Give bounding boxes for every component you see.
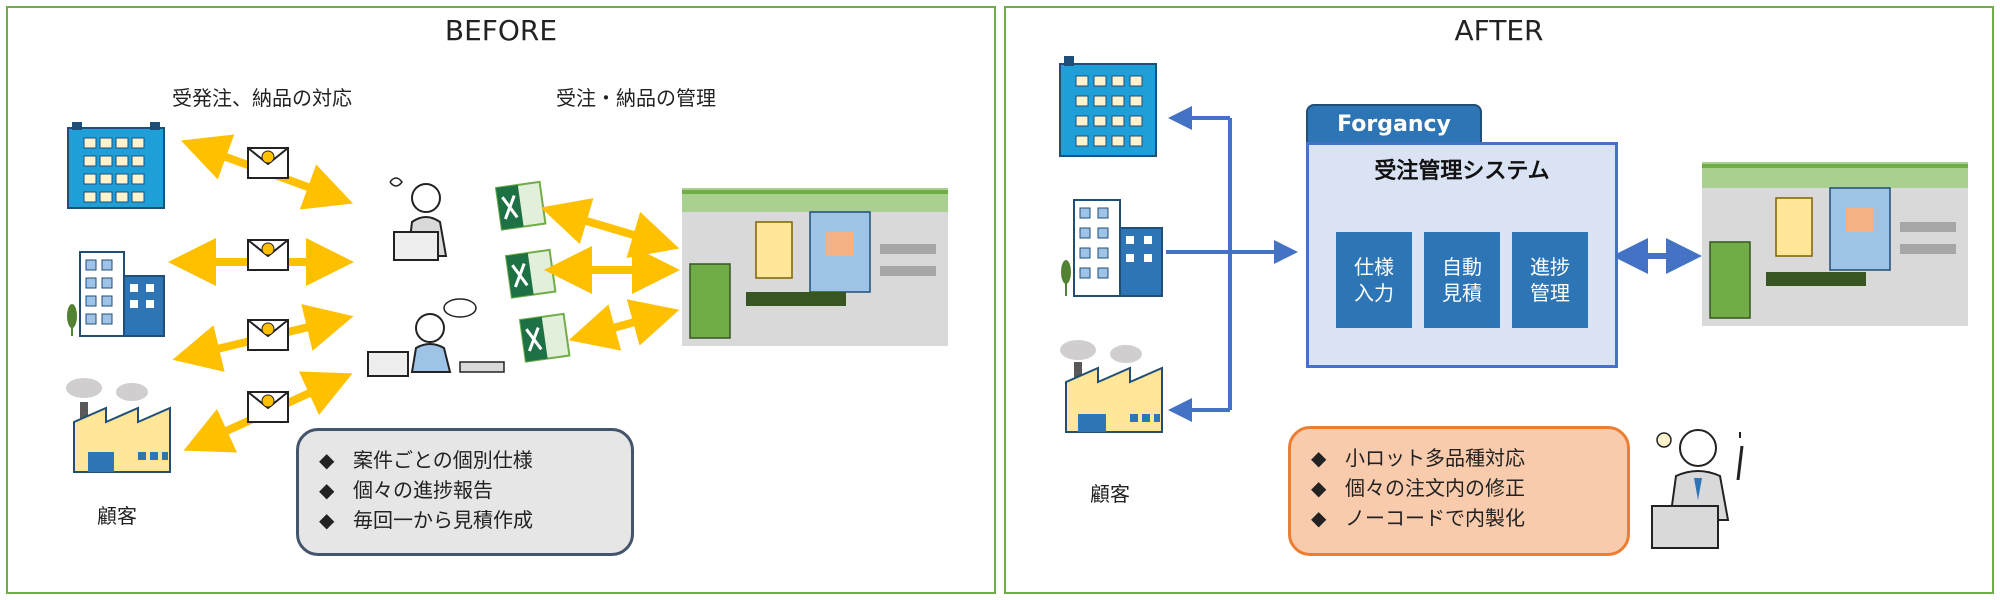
factory-side-label: 受注・納品の管理 — [556, 86, 716, 110]
before-customer-label: 顧客 — [97, 504, 137, 528]
email-icon — [247, 239, 289, 271]
before-title: BEFORE — [444, 14, 558, 47]
excel-icon — [504, 248, 557, 299]
after-title: AFTER — [1454, 14, 1544, 47]
office-tower-icon — [67, 122, 165, 209]
email-icon — [247, 391, 289, 423]
factory-icon — [66, 378, 171, 473]
factory-exchange-arrows — [540, 198, 680, 351]
benefit-item: ◆ノーコードで内製化 — [1311, 503, 1607, 533]
factory-floor-image — [1702, 162, 1968, 326]
module-spec-input: 仕様 入力 — [1336, 232, 1412, 328]
customer-side-label: 受発注、納品の対応 — [172, 86, 352, 110]
system-connector-arrows — [1166, 106, 1702, 422]
module-progress-management: 進捗 管理 — [1512, 232, 1588, 328]
issue-item: ◆毎回一から見積作成 — [319, 505, 611, 535]
product-tab: Forgancy — [1306, 104, 1482, 144]
office-tower-icon — [1059, 56, 1157, 157]
office-building-icon — [1061, 199, 1163, 297]
bullet-icon: ◆ — [1311, 446, 1327, 470]
worried-worker-icon — [389, 177, 448, 261]
factory-icon — [1060, 340, 1163, 433]
benefit-item: ◆個々の注文内の修正 — [1311, 473, 1607, 503]
office-building-icon — [67, 251, 165, 337]
worried-worker-icon — [367, 298, 505, 377]
excel-icon — [518, 312, 571, 363]
bullet-icon: ◆ — [319, 508, 335, 532]
module-auto-estimate: 自動 見積 — [1424, 232, 1500, 328]
bullet-icon: ◆ — [319, 448, 335, 472]
issue-item: ◆個々の進捗報告 — [319, 475, 611, 505]
excel-icon — [494, 180, 547, 231]
issues-box: ◆案件ごとの個別仕様 ◆個々の進捗報告 ◆毎回一から見積作成 — [296, 428, 634, 556]
issue-item: ◆案件ごとの個別仕様 — [319, 445, 611, 475]
factory-floor-image — [682, 188, 948, 346]
bullet-icon: ◆ — [1311, 476, 1327, 500]
benefit-item: ◆小ロット多品種対応 — [1311, 443, 1607, 473]
bullet-icon: ◆ — [1311, 506, 1327, 530]
email-icon — [247, 147, 289, 179]
email-icon — [247, 319, 289, 351]
businessman-idea-icon — [1651, 429, 1744, 549]
benefits-box: ◆小ロット多品種対応 ◆個々の注文内の修正 ◆ノーコードで内製化 — [1288, 426, 1630, 556]
bullet-icon: ◆ — [319, 478, 335, 502]
after-customer-label: 顧客 — [1090, 482, 1130, 506]
system-title: 受注管理システム — [1374, 159, 1550, 184]
